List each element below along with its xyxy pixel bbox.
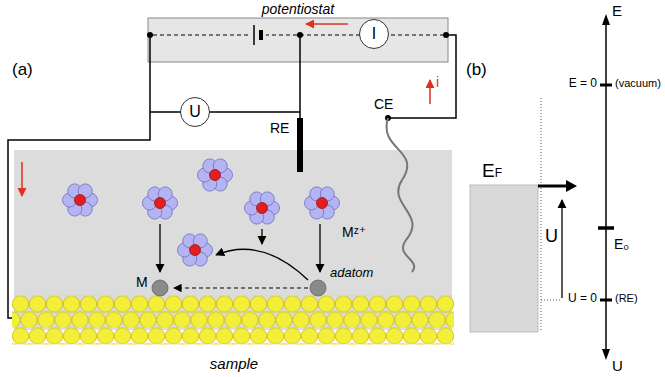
deposited-atom — [152, 280, 168, 296]
instrument-label: potentiostat — [262, 1, 334, 17]
ion-label: Mᶻ⁺ — [342, 224, 366, 240]
metal-ion — [198, 159, 233, 191]
adatom — [310, 280, 326, 296]
metal-ion — [305, 187, 340, 219]
potentiostat-box: potentiostatI — [148, 0, 448, 62]
meter-symbol: U — [189, 103, 201, 121]
sample-atoms — [12, 296, 454, 345]
axis-arrowhead — [602, 349, 610, 360]
electrode-wire — [8, 62, 150, 318]
wire — [150, 111, 181, 113]
level-label: U = 0 — [568, 292, 597, 306]
metal-block — [470, 185, 538, 332]
fermi-arrow — [538, 185, 566, 188]
level-note: (vacuum) — [615, 77, 661, 90]
metal-ion — [178, 234, 213, 266]
metal-ion — [143, 187, 178, 219]
potential-label: U — [545, 226, 558, 247]
wire — [391, 35, 456, 118]
fermi-arrow — [566, 180, 577, 192]
atom-label: M — [136, 274, 148, 290]
battery-plate — [259, 30, 263, 40]
deposition-arrow — [261, 229, 262, 244]
deposition-arrow — [319, 224, 320, 272]
potential-arrow — [561, 200, 562, 298]
wire — [209, 111, 300, 113]
wire — [149, 35, 151, 62]
axis-tick — [600, 84, 612, 87]
electrode-label: RE — [270, 120, 289, 136]
current-arrow — [306, 23, 348, 25]
panel-label: (a) — [12, 60, 33, 80]
wire — [299, 35, 301, 118]
level-note: (RE) — [615, 292, 638, 305]
axis-arrowhead — [602, 14, 610, 25]
dissolution-arrow — [216, 249, 308, 280]
voltmeter-circle: U — [180, 97, 210, 127]
axis-tick — [598, 226, 614, 230]
interface-line — [541, 98, 542, 332]
metal-ion — [245, 192, 280, 224]
atom-label: adatom — [330, 266, 373, 281]
sample-electrode: sample — [12, 296, 456, 377]
sample-label: sample — [210, 355, 258, 372]
deposition-arrow — [159, 224, 160, 272]
meter-symbol: I — [372, 25, 376, 43]
current-arrow — [429, 80, 431, 104]
reference-level — [541, 300, 560, 301]
diffusion-arrow — [174, 287, 308, 288]
level-label: E₀ — [614, 236, 629, 252]
current-arrow — [21, 162, 23, 196]
axis-label: E — [612, 2, 622, 19]
battery-plate — [253, 25, 255, 45]
ammeter-circle: I — [359, 19, 389, 49]
axis-label: U — [612, 357, 623, 374]
terminal — [147, 32, 153, 38]
current-label: i — [436, 74, 439, 90]
axis-tick — [600, 299, 612, 302]
level-label: E = 0 — [569, 77, 597, 91]
panel-label: (b) — [466, 60, 487, 80]
counter-electrode — [386, 118, 414, 272]
potentiostat-housing — [148, 18, 448, 62]
reference-electrode — [297, 118, 303, 172]
metal-ion — [63, 184, 98, 216]
electrode-label: CE — [374, 96, 393, 112]
fermi-level-label: EF — [482, 160, 502, 182]
battery-gap — [250, 26, 266, 44]
